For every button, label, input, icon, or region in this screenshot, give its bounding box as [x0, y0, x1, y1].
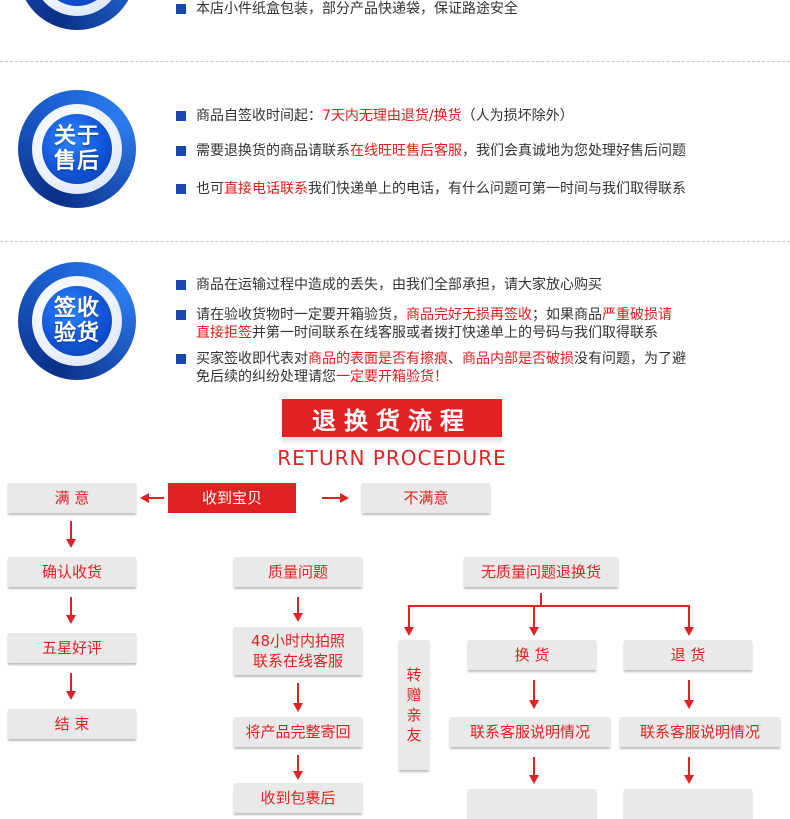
- arrow-line: [533, 757, 535, 775]
- contact-online-text: 联系在线客服: [252, 652, 343, 670]
- inspection-line-2: 请在验收货物时一定要开箱验货，商品完好无损再签收；如果商品严重破损请 直接拒签并…: [176, 306, 672, 342]
- packaging-line: 本店小件纸盒包装，部分产品快递袋，保证路途安全: [176, 0, 518, 18]
- arrow-down-icon: [293, 703, 303, 712]
- gift-box: 转 赠 亲 友: [399, 640, 429, 770]
- contact-exchange-box: 联系客服说明情况: [450, 717, 610, 747]
- arrow-line: [533, 605, 535, 627]
- arrow-down-icon: [684, 700, 694, 709]
- arrow-line: [297, 597, 299, 613]
- divider: [0, 61, 790, 62]
- packaging-badge: [18, 0, 136, 30]
- arrow-line: [297, 683, 299, 703]
- end-box: 结 束: [8, 709, 136, 739]
- after-sales-line-3: 也可直接电话联系我们快递单上的电话，有什么问题可第一时间与我们取得联系: [176, 180, 686, 198]
- arrow-line: [688, 680, 690, 700]
- after-sales-line-1: 商品自签收时间起：7天内无理由退货/换货（人为损坏除外）: [176, 107, 574, 125]
- arrow-down-icon: [66, 615, 76, 624]
- after-receipt-box: 收到包裹后: [234, 783, 362, 813]
- inspection-badge: 签收 验货: [18, 262, 136, 380]
- branch-stem: [540, 593, 542, 605]
- bullet-icon: [176, 111, 186, 121]
- badge-text: 关于: [53, 124, 100, 149]
- gift-char: 亲: [406, 706, 422, 724]
- arrow-line: [70, 597, 72, 615]
- arrow-line: [70, 673, 72, 691]
- confirm-receipt-box: 确认收货: [8, 557, 136, 587]
- arrow-left-line: [148, 497, 164, 499]
- banner-shadow: [282, 437, 502, 445]
- contact-return-box: 联系客服说明情况: [620, 717, 780, 747]
- badge-text: 验货: [53, 321, 100, 346]
- after-sales-line-2: 需要退换货的商品请联系在线旺旺售后客服，我们会真诚地为您处理好售后问题: [176, 142, 686, 160]
- arrow-down-icon: [404, 627, 414, 636]
- exchange-box: 换 货: [468, 640, 596, 670]
- arrow-line: [533, 680, 535, 700]
- procedure-title-banner: 退换货流程: [282, 399, 502, 437]
- arrow-down-icon: [529, 700, 539, 709]
- arrow-line: [297, 755, 299, 771]
- bullet-icon: [176, 354, 186, 364]
- arrow-line: [70, 521, 72, 539]
- bullet-icon: [176, 310, 186, 320]
- arrow-down-icon: [684, 775, 694, 784]
- arrow-down-icon: [66, 539, 76, 548]
- photo-text: 48小时内拍照: [250, 632, 346, 650]
- inspection-line-1: 商品在运输过程中造成的丢失，由我们全部承担，请大家放心购买: [176, 276, 602, 294]
- badge-text: 签收: [53, 296, 100, 321]
- inspection-line-3: 买家签收即代表对商品的表面是否有擦痕、商品内部是否破损没有问题，为了避 免后续的…: [176, 350, 686, 386]
- arrow-left-icon: [140, 493, 149, 503]
- arrow-down-icon: [684, 627, 694, 636]
- return-box: 退 货: [624, 640, 752, 670]
- bullet-icon: [176, 146, 186, 156]
- gift-char: 友: [406, 726, 422, 744]
- next-step-box: [624, 789, 752, 819]
- after-sales-badge: 关于 售后: [18, 90, 136, 208]
- arrow-line: [688, 757, 690, 775]
- gift-char: 转: [406, 666, 422, 684]
- next-step-box: [468, 789, 596, 819]
- arrow-down-icon: [529, 775, 539, 784]
- bullet-icon: [176, 4, 186, 14]
- bullet-icon: [176, 280, 186, 290]
- arrow-down-icon: [293, 771, 303, 780]
- arrow-line: [408, 605, 410, 627]
- procedure-subtitle: RETURN PROCEDURE: [277, 446, 507, 470]
- photo-contact-box: 48小时内拍照 联系在线客服: [234, 627, 362, 675]
- bullet-icon: [176, 184, 186, 194]
- divider: [0, 241, 790, 242]
- branch-bar: [408, 605, 690, 607]
- send-back-box: 将产品完整寄回: [234, 717, 362, 747]
- five-star-box: 五星好评: [8, 633, 136, 663]
- no-quality-issue-box: 无质量问题退换货: [464, 557, 618, 587]
- badge-text: 售后: [53, 149, 100, 174]
- unsatisfied-box: 不满意: [362, 483, 490, 513]
- arrow-down-icon: [293, 613, 303, 622]
- gift-char: 赠: [406, 686, 422, 704]
- procedure-title: 退换货流程: [312, 406, 472, 435]
- received-box: 收到宝贝: [168, 483, 296, 513]
- arrow-line: [688, 605, 690, 627]
- arrow-down-icon: [529, 627, 539, 636]
- quality-issue-box: 质量问题: [234, 557, 362, 587]
- arrow-right-line: [322, 497, 340, 499]
- arrow-right-icon: [340, 493, 349, 503]
- satisfied-box: 满 意: [8, 483, 136, 513]
- arrow-down-icon: [66, 691, 76, 700]
